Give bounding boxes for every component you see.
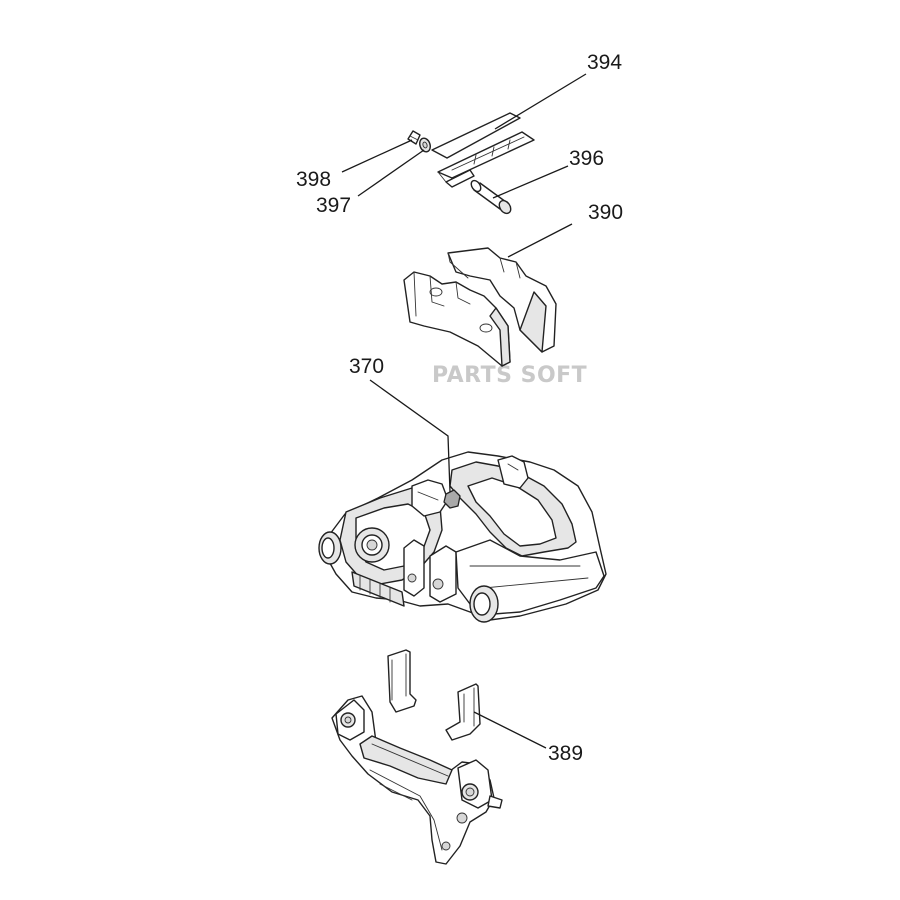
watermark-text: PARTS SOFT	[432, 363, 587, 388]
leader-397	[357, 149, 425, 197]
callout-396: 396	[569, 147, 604, 170]
part-394-retaining-clip[interactable]	[431, 112, 535, 188]
leader-389	[473, 711, 547, 749]
callout-394: 394	[587, 51, 622, 74]
callout-397: 397	[316, 194, 351, 217]
part-370-caliper-housing[interactable]	[318, 451, 607, 623]
callout-390: 390	[588, 201, 623, 224]
leader-398	[341, 139, 413, 173]
leader-396	[492, 165, 569, 199]
part-390-brake-pads[interactable]	[403, 247, 557, 367]
callout-370: 370	[349, 355, 384, 378]
part-397-washer[interactable]	[418, 137, 432, 154]
callout-389: 389	[548, 742, 583, 765]
leader-370	[369, 379, 451, 493]
leader-394	[494, 73, 587, 130]
part-389-caliper-carrier[interactable]	[331, 649, 503, 865]
part-396-retaining-pin[interactable]	[469, 179, 513, 216]
part-398-screw[interactable]	[407, 130, 421, 145]
leader-390	[507, 223, 573, 258]
callout-398: 398	[296, 168, 331, 191]
